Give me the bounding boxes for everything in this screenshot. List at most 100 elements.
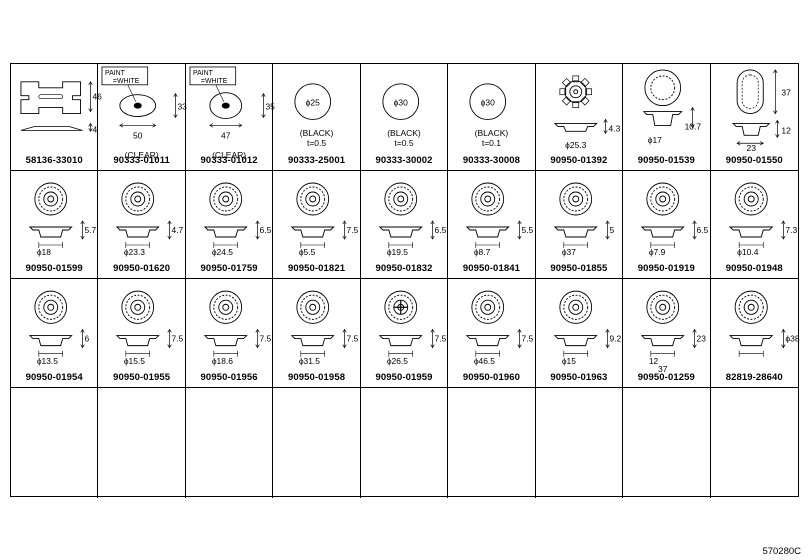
empty-cell [11, 388, 99, 498]
part-note-line: (CLEAR) [212, 150, 247, 160]
svg-text:ϕ46.5: ϕ46.5 [474, 356, 495, 366]
part-note: (BLACK)t=0.5 [361, 128, 447, 148]
svg-text:ϕ30: ϕ30 [481, 98, 495, 108]
svg-text:33: 33 [178, 102, 188, 112]
part-number: 90333-30008 [462, 155, 520, 166]
part-note-line: (BLACK) [474, 128, 509, 138]
part-drawing: 464 [20, 81, 102, 134]
svg-text:4.7: 4.7 [172, 225, 184, 235]
part-drawing: 37 12 23 [731, 69, 791, 153]
svg-text:ϕ25.3: ϕ25.3 [565, 140, 586, 150]
svg-text:7.5: 7.5 [259, 334, 271, 344]
part-number: 90950-01919 [637, 263, 695, 274]
svg-text:ϕ17: ϕ17 [648, 135, 662, 145]
part-cell: 6.5 ϕ7.9 90950-01919 [623, 171, 711, 279]
svg-text:ϕ8.7: ϕ8.7 [474, 247, 491, 257]
part-note-line: t=0.5 [306, 138, 327, 148]
part-drawing: ϕ25 [294, 83, 332, 120]
part-note: (BLACK)t=0.1 [448, 128, 534, 148]
part-note-line: (CLEAR) [124, 150, 159, 160]
svg-text:ϕ15: ϕ15 [561, 356, 575, 366]
part-number: 90950-01392 [550, 155, 608, 166]
svg-text:12: 12 [781, 125, 791, 135]
svg-text:ϕ13.5: ϕ13.5 [37, 356, 58, 366]
svg-text:23: 23 [746, 143, 756, 153]
part-number: 90950-01955 [113, 372, 171, 383]
part-drawing: 5.5 ϕ8.7 [466, 182, 534, 257]
part-number: 90950-01954 [25, 372, 83, 383]
part-note: (BLACK)t=0.5 [273, 128, 359, 148]
svg-text:ϕ5.5: ϕ5.5 [299, 247, 316, 257]
svg-text:5.5: 5.5 [522, 225, 534, 235]
svg-text:12: 12 [649, 356, 659, 366]
svg-text:6.5: 6.5 [434, 225, 446, 235]
svg-text:6.5: 6.5 [697, 225, 709, 235]
part-number: 90950-01259 [637, 372, 695, 383]
part-drawing: ϕ38 [728, 290, 799, 357]
empty-cell [536, 388, 624, 498]
empty-cell [186, 388, 274, 498]
part-number: 90950-01759 [200, 263, 258, 274]
part-note-line: (BLACK) [387, 128, 421, 138]
part-number: 90333-30002 [375, 155, 433, 166]
part-number: 90950-01959 [375, 372, 433, 383]
part-number: 90950-01620 [113, 263, 171, 274]
svg-text:7.5: 7.5 [522, 334, 534, 344]
svg-text:=WHITE: =WHITE [113, 78, 140, 85]
part-drawing: 4.7 ϕ23.3 [116, 182, 184, 257]
part-number: 90950-01960 [462, 372, 520, 383]
svg-text:ϕ7.9: ϕ7.9 [649, 247, 666, 257]
part-number: 90950-01956 [200, 372, 258, 383]
svg-text:6.5: 6.5 [259, 225, 271, 235]
part-drawing: ϕ30 [469, 83, 507, 120]
empty-cell [273, 388, 361, 498]
part-drawing: 7.5 ϕ46.5 [466, 290, 534, 366]
svg-text:7.5: 7.5 [172, 334, 184, 344]
part-cell: 10.7 ϕ17 90950-01539 [623, 64, 711, 171]
catalog-reference: 570280C [762, 546, 801, 557]
part-cell: ϕ38 82819-28640 [710, 279, 799, 388]
part-number: 82819-28640 [725, 372, 783, 383]
part-cell: 7.5 ϕ46.5 90950-01960 [448, 279, 536, 388]
part-number: 90950-01948 [725, 263, 783, 274]
svg-text:47: 47 [221, 130, 231, 140]
part-note: (CLEAR) [186, 150, 272, 160]
empty-cell [623, 388, 711, 498]
svg-text:ϕ23.3: ϕ23.3 [124, 247, 145, 257]
svg-text:4: 4 [92, 124, 97, 134]
svg-text:ϕ31.5: ϕ31.5 [299, 356, 320, 366]
svg-text:7.5: 7.5 [347, 225, 359, 235]
part-number: 90950-01599 [25, 263, 83, 274]
svg-text:10.7: 10.7 [685, 121, 702, 131]
svg-text:37: 37 [781, 88, 791, 98]
empty-cell [448, 388, 536, 498]
svg-text:ϕ26.5: ϕ26.5 [387, 356, 408, 366]
part-number: 90950-01832 [375, 263, 433, 274]
part-drawing: 7.5 ϕ5.5 [291, 182, 359, 257]
part-number: 90950-01958 [287, 372, 346, 383]
part-number: 58136-33010 [25, 155, 83, 166]
part-number: 90950-01539 [637, 155, 695, 166]
part-cell: ϕ30 (BLACK)t=0.1 90333-30008 [448, 64, 536, 171]
